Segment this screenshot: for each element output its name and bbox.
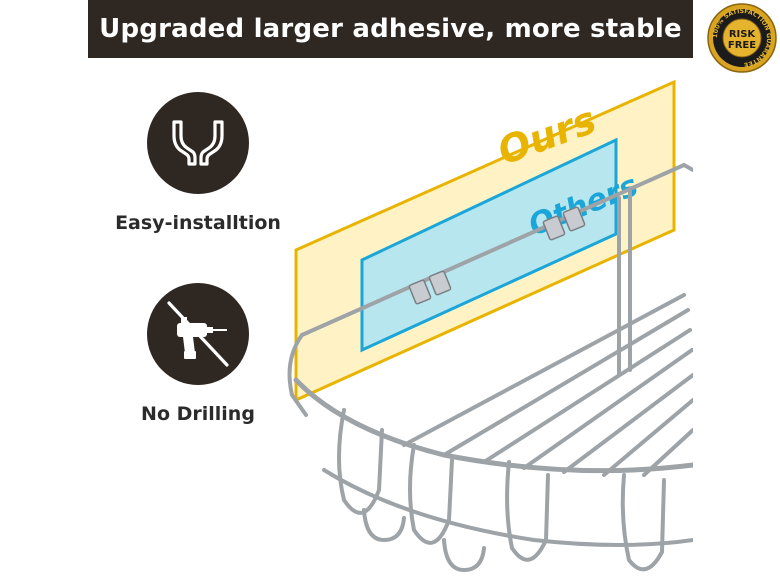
mount-clips <box>408 206 586 305</box>
headline-banner: Upgraded larger adhesive, more stable <box>88 0 693 58</box>
headline-text: Upgraded larger adhesive, more stable <box>99 14 682 44</box>
hook-icon <box>172 120 224 166</box>
feature-circle <box>147 92 249 194</box>
guarantee-badge: 100% SATISFACTION GUARANTEE RISK FREE <box>706 2 778 74</box>
badge-center-line2: FREE <box>728 40 756 51</box>
feature-circle <box>147 283 249 385</box>
feature-label: Easy-installtion <box>115 212 281 234</box>
no-drill-icon <box>167 301 229 367</box>
badge-center-line1: RISK <box>729 29 757 40</box>
product-card: Upgraded larger adhesive, more stable Ea… <box>88 0 693 585</box>
product-illustration: Ours Others <box>284 70 693 585</box>
feature-no-drilling: No Drilling <box>108 283 288 425</box>
wire-basket <box>287 163 693 573</box>
feature-label: No Drilling <box>141 403 255 425</box>
feature-easy-installation: Easy-installtion <box>108 92 288 234</box>
